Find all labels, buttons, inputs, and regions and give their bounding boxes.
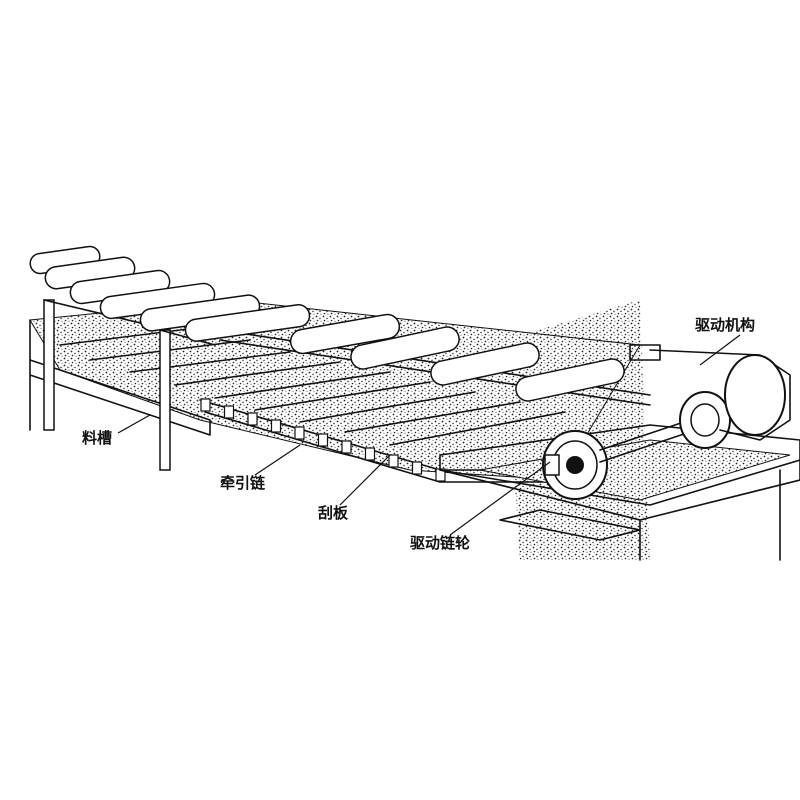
chain-link bbox=[294, 426, 305, 440]
chain-link bbox=[388, 454, 399, 468]
drive-mechanism bbox=[599, 344, 791, 463]
trough-side-walls bbox=[29, 319, 211, 436]
chain-link bbox=[364, 447, 376, 461]
chain-link bbox=[317, 433, 329, 447]
label-drive-sprocket: 驱动链轮 bbox=[410, 534, 470, 552]
chain-link bbox=[223, 405, 235, 419]
chain-link bbox=[247, 412, 258, 426]
chain-link bbox=[200, 398, 211, 412]
label-scraper: 刮板 bbox=[318, 504, 349, 522]
chain-link bbox=[270, 419, 282, 433]
label-drive-mechanism: 驱动机构 bbox=[695, 316, 755, 334]
label-leaders bbox=[117, 334, 741, 536]
drive-sprocket bbox=[542, 430, 608, 500]
chain-link bbox=[411, 461, 423, 475]
chain-link bbox=[341, 440, 352, 454]
return-rollers bbox=[29, 245, 625, 402]
label-traction-chain: 牵引链 bbox=[220, 474, 266, 492]
drive-end-frame bbox=[439, 424, 800, 561]
label-trough: 料槽 bbox=[82, 429, 112, 447]
